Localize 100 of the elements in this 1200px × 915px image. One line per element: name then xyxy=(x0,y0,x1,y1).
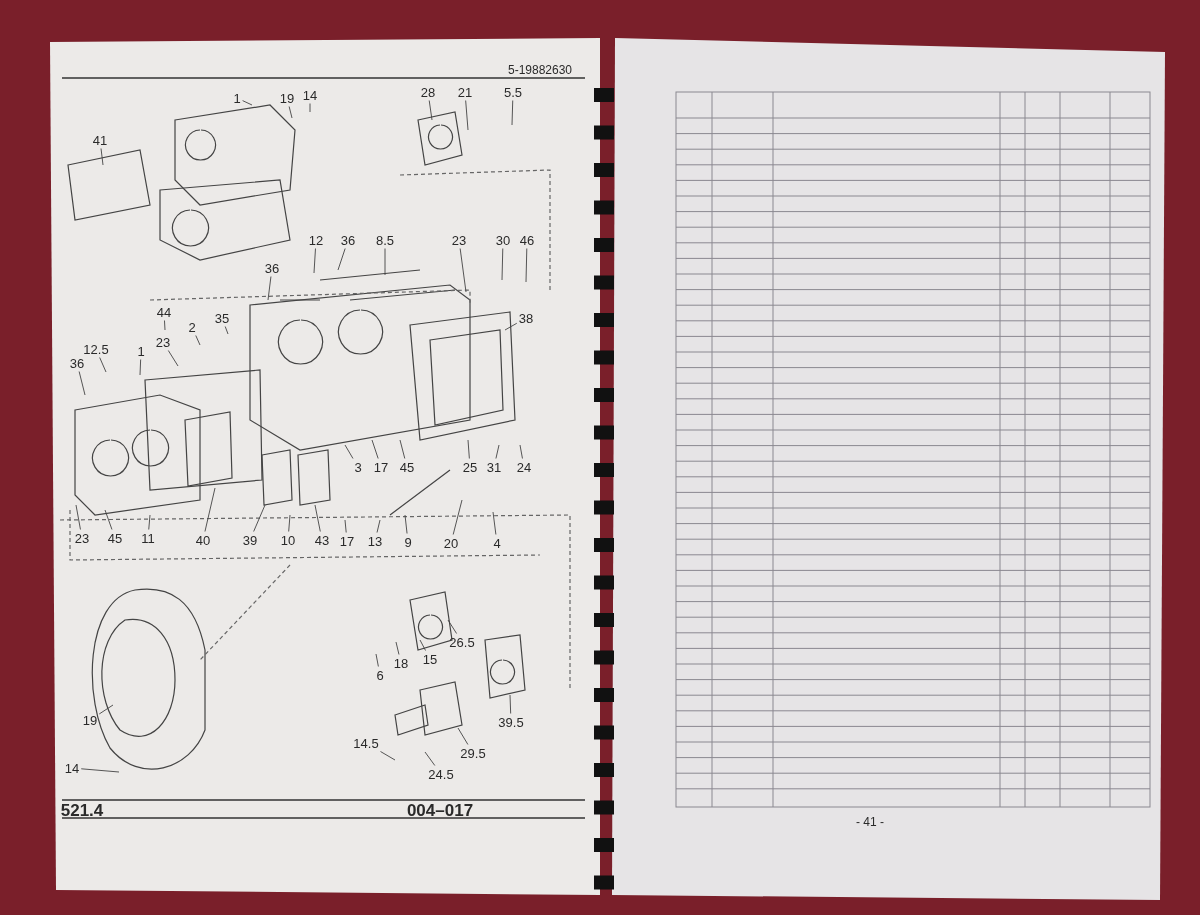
callout-number: 11 xyxy=(140,530,156,546)
callout-number: 43 xyxy=(313,532,331,548)
leader-line xyxy=(164,320,166,331)
callout-number: 21 xyxy=(456,84,474,100)
page-number: - 41 - xyxy=(856,816,884,828)
leader-line xyxy=(467,439,470,459)
leader-line xyxy=(288,106,293,119)
leader-line xyxy=(428,100,433,121)
leader-line xyxy=(99,357,107,373)
leader-line xyxy=(501,248,504,281)
leader-line xyxy=(288,514,291,532)
callout-number: 14 xyxy=(63,760,81,776)
leader-line xyxy=(80,768,120,773)
callout-number: 2 xyxy=(187,319,197,335)
callout-number: 14 xyxy=(301,87,319,103)
leader-line xyxy=(242,100,253,106)
leader-line xyxy=(75,504,81,530)
callout-number: 36 xyxy=(68,355,86,371)
callout-number: 40 xyxy=(194,532,212,548)
leader-line xyxy=(309,103,311,113)
callout-number: 1 xyxy=(232,90,242,106)
leader-line xyxy=(376,519,381,533)
callout-number: 17 xyxy=(372,459,390,475)
callout-number: 30 xyxy=(494,232,512,248)
leader-line xyxy=(148,514,151,530)
leader-line xyxy=(395,641,400,655)
leader-line xyxy=(100,148,104,166)
callout-number: 23 xyxy=(154,334,172,350)
callout-number: 23 xyxy=(450,232,468,248)
callout-number: 35 xyxy=(213,310,231,326)
callout-number: 9 xyxy=(403,534,413,550)
leader-line xyxy=(344,444,354,459)
callout-number: 28 xyxy=(419,84,437,100)
leader-line xyxy=(104,509,113,530)
callout-number: 12.5 xyxy=(82,341,110,357)
leader-line xyxy=(511,100,514,126)
callout-number: 36 xyxy=(263,260,281,276)
callout-number: 12 xyxy=(307,232,325,248)
leader-line xyxy=(337,248,346,271)
callout-number: 19 xyxy=(81,712,99,728)
callout-number: 8.5 xyxy=(374,232,396,248)
leader-line xyxy=(224,326,229,335)
callout-number: 19 xyxy=(278,90,296,106)
callout-number: 3 xyxy=(353,459,363,475)
callout-number: 18 xyxy=(392,655,410,671)
leader-line xyxy=(465,100,469,131)
leader-line xyxy=(204,487,216,532)
leader-line xyxy=(452,499,463,535)
callout-number: 14.5 xyxy=(352,735,380,751)
callout-number: 39 xyxy=(241,532,259,548)
leader-line xyxy=(371,439,379,459)
figure-number: 004–017 xyxy=(406,801,474,819)
callout-number: 25 xyxy=(461,459,479,475)
callout-number: 1 xyxy=(136,343,146,359)
callout-number: 29.5 xyxy=(459,745,487,761)
section-number: 521.4 xyxy=(60,801,104,819)
callout-number: 31 xyxy=(485,459,503,475)
leader-line xyxy=(457,727,469,745)
callout-number: 24.5 xyxy=(427,766,455,782)
leader-line xyxy=(78,371,86,396)
leader-line xyxy=(139,359,142,376)
callout-number: 15 xyxy=(421,651,439,667)
leader-line xyxy=(519,444,523,459)
leader-line xyxy=(399,439,406,459)
leader-line xyxy=(267,276,272,301)
leader-line xyxy=(404,514,408,534)
callout-number: 4 xyxy=(492,535,502,551)
callout-number: 41 xyxy=(91,132,109,148)
leader-line xyxy=(424,751,436,766)
callout-number: 44 xyxy=(155,304,173,320)
callout-number: 24 xyxy=(515,459,533,475)
leader-line xyxy=(253,504,266,532)
leader-line xyxy=(419,639,426,651)
leader-line xyxy=(344,519,347,533)
callout-number: 26.5 xyxy=(448,634,476,650)
leader-line xyxy=(167,350,179,367)
leader-line xyxy=(384,248,386,276)
leader-line xyxy=(525,248,528,283)
callout-number: 6 xyxy=(375,667,385,683)
leader-line xyxy=(492,511,497,535)
leader-line xyxy=(509,694,512,714)
callout-number: 36 xyxy=(339,232,357,248)
callout-number: 23 xyxy=(73,530,91,546)
leader-line xyxy=(195,335,201,346)
callout-number: 45 xyxy=(398,459,416,475)
callout-number: 45 xyxy=(106,530,124,546)
callout-number: 17 xyxy=(338,533,356,549)
leader-line xyxy=(504,322,518,331)
callout-number: 20 xyxy=(442,535,460,551)
leader-line xyxy=(380,751,396,761)
callout-number: 46 xyxy=(518,232,536,248)
leader-line xyxy=(447,619,458,634)
leader-line xyxy=(375,653,379,667)
callout-number: 39.5 xyxy=(497,714,525,730)
leader-line xyxy=(313,248,316,274)
callout-number: 5.5 xyxy=(502,84,524,100)
drawing-number: 5-19882630 xyxy=(507,64,573,76)
leader-line xyxy=(459,248,467,293)
callout-number: 10 xyxy=(279,532,297,548)
callout-number: 13 xyxy=(366,533,384,549)
